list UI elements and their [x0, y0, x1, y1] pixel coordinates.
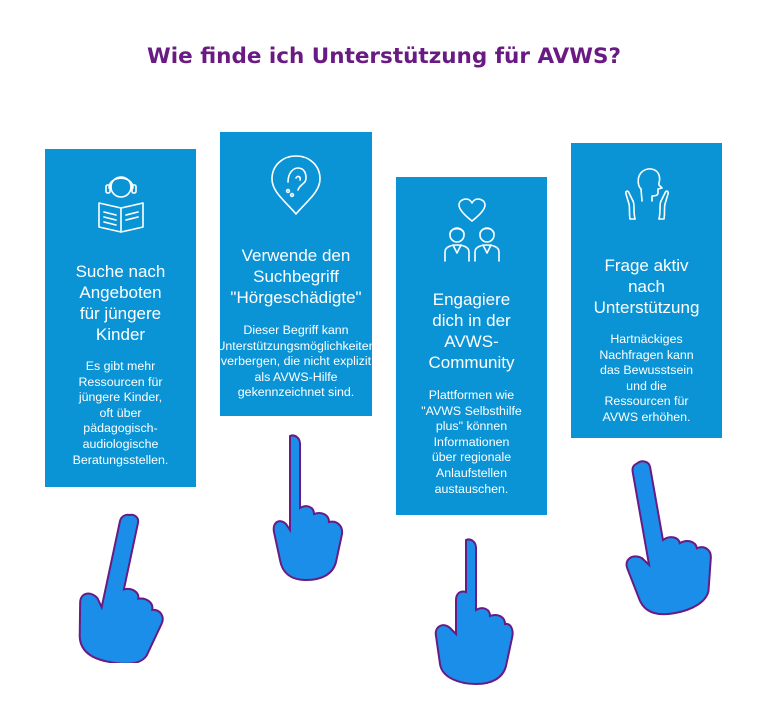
card-text: Dieser Begriff kann Unterstützungsmöglic… — [220, 323, 372, 400]
pointing-hand-icon — [262, 432, 347, 587]
card-heading: Frage aktiv nach Unterstützung — [593, 256, 700, 317]
community-heart-icon — [441, 197, 503, 270]
page-title: Wie finde ich Unterstützung für AVWS? — [147, 44, 621, 69]
hearing-aid-ear-icon — [268, 154, 324, 221]
card-ask-actively: Frage aktiv nach Unterstützung Hartnäcki… — [571, 143, 722, 438]
card-community: Engagiere dich in der AVWS- Community Pl… — [396, 177, 547, 515]
card-heading: Engagiere dich in der AVWS- Community — [428, 290, 515, 372]
card-text: Hartnäckiges Nachfragen kann das Bewusst… — [599, 332, 694, 424]
card-heading: Suche nach Angeboten für jüngere Kinder — [75, 262, 166, 344]
card-text: Es gibt mehr Ressourcen für jüngere Kind… — [72, 359, 169, 467]
pointing-hand-icon — [602, 455, 712, 622]
card-heading: Verwende den Suchbegriff "Hörgeschädigte… — [230, 246, 362, 307]
card-search-term: Verwende den Suchbegriff "Hörgeschädigte… — [220, 132, 372, 416]
pointing-hand-icon — [432, 536, 514, 691]
child-reading-headphones-icon — [95, 171, 147, 238]
person-raised-hands-icon — [615, 163, 679, 232]
pointing-hand-icon — [62, 508, 172, 668]
card-younger-children: Suche nach Angeboten für jüngere Kinder … — [45, 149, 196, 487]
card-text: Plattformen wie "AVWS Selbsthilfe plus" … — [421, 388, 522, 496]
